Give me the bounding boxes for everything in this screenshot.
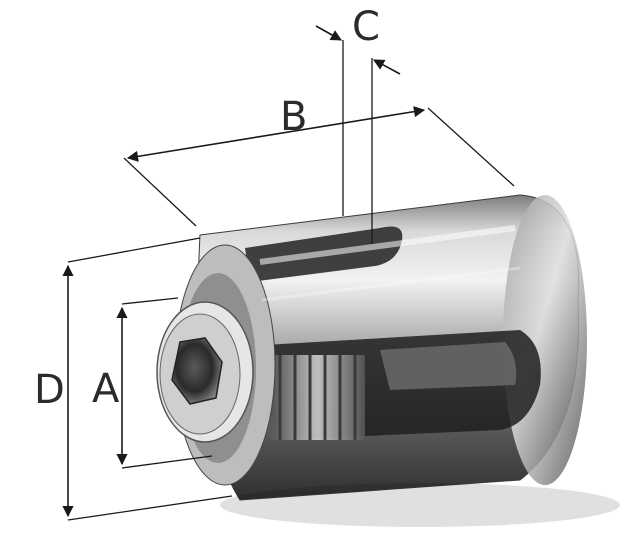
dimension-b-label: B xyxy=(280,94,307,140)
hex-socket-icon xyxy=(171,337,223,405)
cable-clamp-fitting-icon xyxy=(156,194,620,527)
dimension-d: D xyxy=(34,237,233,521)
dimension-c-label: C xyxy=(352,4,380,50)
dimension-a: A xyxy=(92,297,213,469)
thread-icon xyxy=(270,355,365,440)
dimension-a-label: A xyxy=(92,366,120,412)
dimension-d-label: D xyxy=(34,367,65,413)
dimension-b: B xyxy=(123,94,515,227)
dimension-c: C xyxy=(315,4,401,244)
